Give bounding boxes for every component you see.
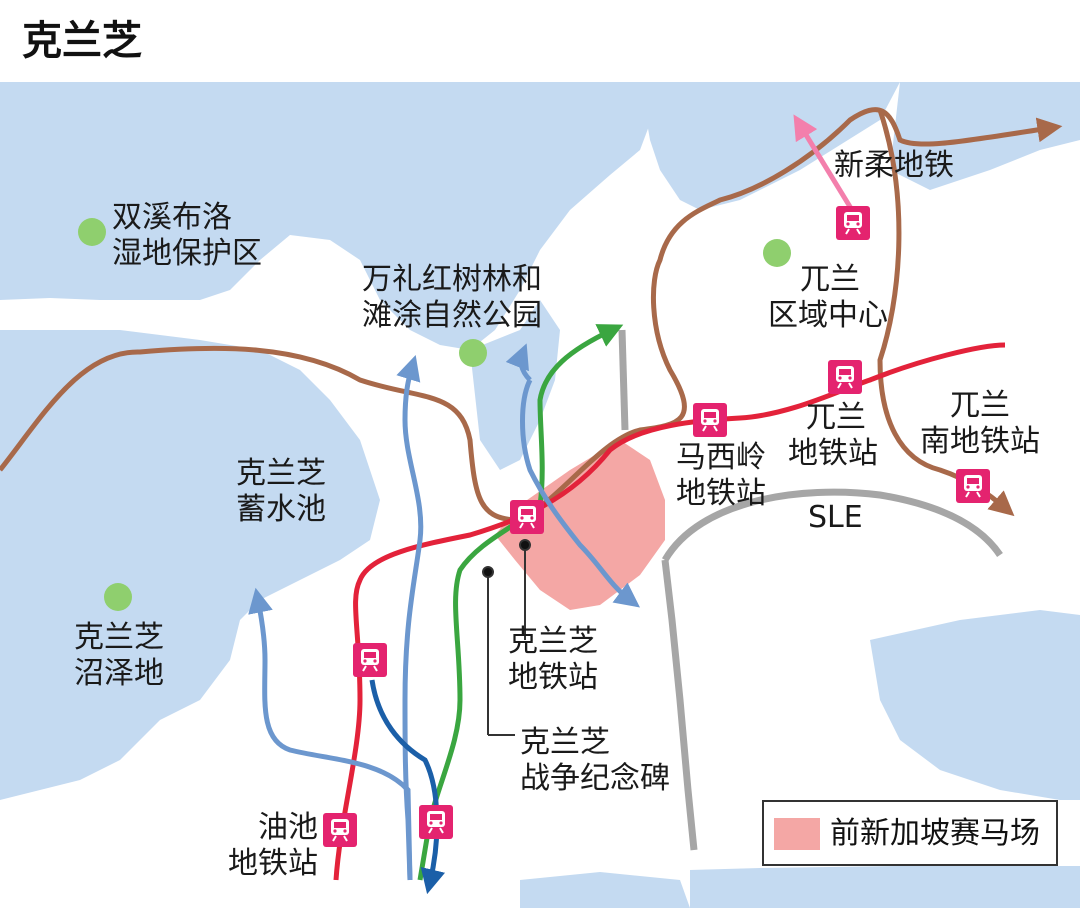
water-bodies [0,82,1080,908]
legend: 前新加坡赛马场 [762,800,1058,866]
label-marsiling: 马西岭地铁站 [676,440,766,511]
label-wetland: 双溪布洛湿地保护区 [112,200,262,271]
racecourse-area [495,440,665,610]
train-station-icon [956,469,990,503]
strait-water-east [640,82,900,210]
south-water [520,872,690,908]
mrt-green-line [417,324,624,881]
map-title: 克兰芝 [22,18,142,64]
train-station-icon [828,360,862,394]
label-woodlands-regional: 兀兰区域中心 [768,262,888,333]
label-sle: SLE [808,500,863,535]
label-mangrove: 万礼红树林和滩涂自然公园 [362,262,542,333]
southeast-lake [870,610,1080,800]
label-new-line: 新柔地铁 [834,148,954,183]
label-reservoir: 克兰芝蓄水池 [236,456,326,527]
reservoir-arm [180,420,360,560]
southeast-lake-lower [690,866,1080,908]
park-dot-icon [763,239,791,267]
train-station-icon [836,206,870,240]
label-kranji-station: 克兰芝地铁站 [508,624,598,695]
park-dots [78,218,791,611]
mrt-pink-line [793,114,855,212]
expressway-sle [618,329,1003,851]
legend-racecourse-swatch [774,818,820,850]
train-station-icon [323,813,357,847]
mrt-blue-dark-line [369,679,446,895]
label-war-memorial: 克兰芝战争纪念碑 [520,725,670,796]
label-woodlands-south: 兀兰南地铁站 [920,388,1040,459]
park-dot-icon [459,339,487,367]
train-station-icon [510,500,544,534]
station-badges [323,206,990,847]
train-station-icon [693,403,727,437]
pointer-lines [482,539,531,736]
legend-racecourse-label: 前新加坡赛马场 [830,816,1040,851]
strait-water [0,82,660,350]
mangrove-channel [470,300,560,470]
train-station-icon [419,805,453,839]
park-dot-icon [104,583,132,611]
label-woodlands: 兀兰地铁站 [788,400,878,471]
label-yew-tee: 油池地铁站 [228,810,318,881]
train-station-icon [353,643,387,677]
park-dot-icon [78,218,106,246]
label-marshes: 克兰芝沼泽地 [74,620,164,691]
